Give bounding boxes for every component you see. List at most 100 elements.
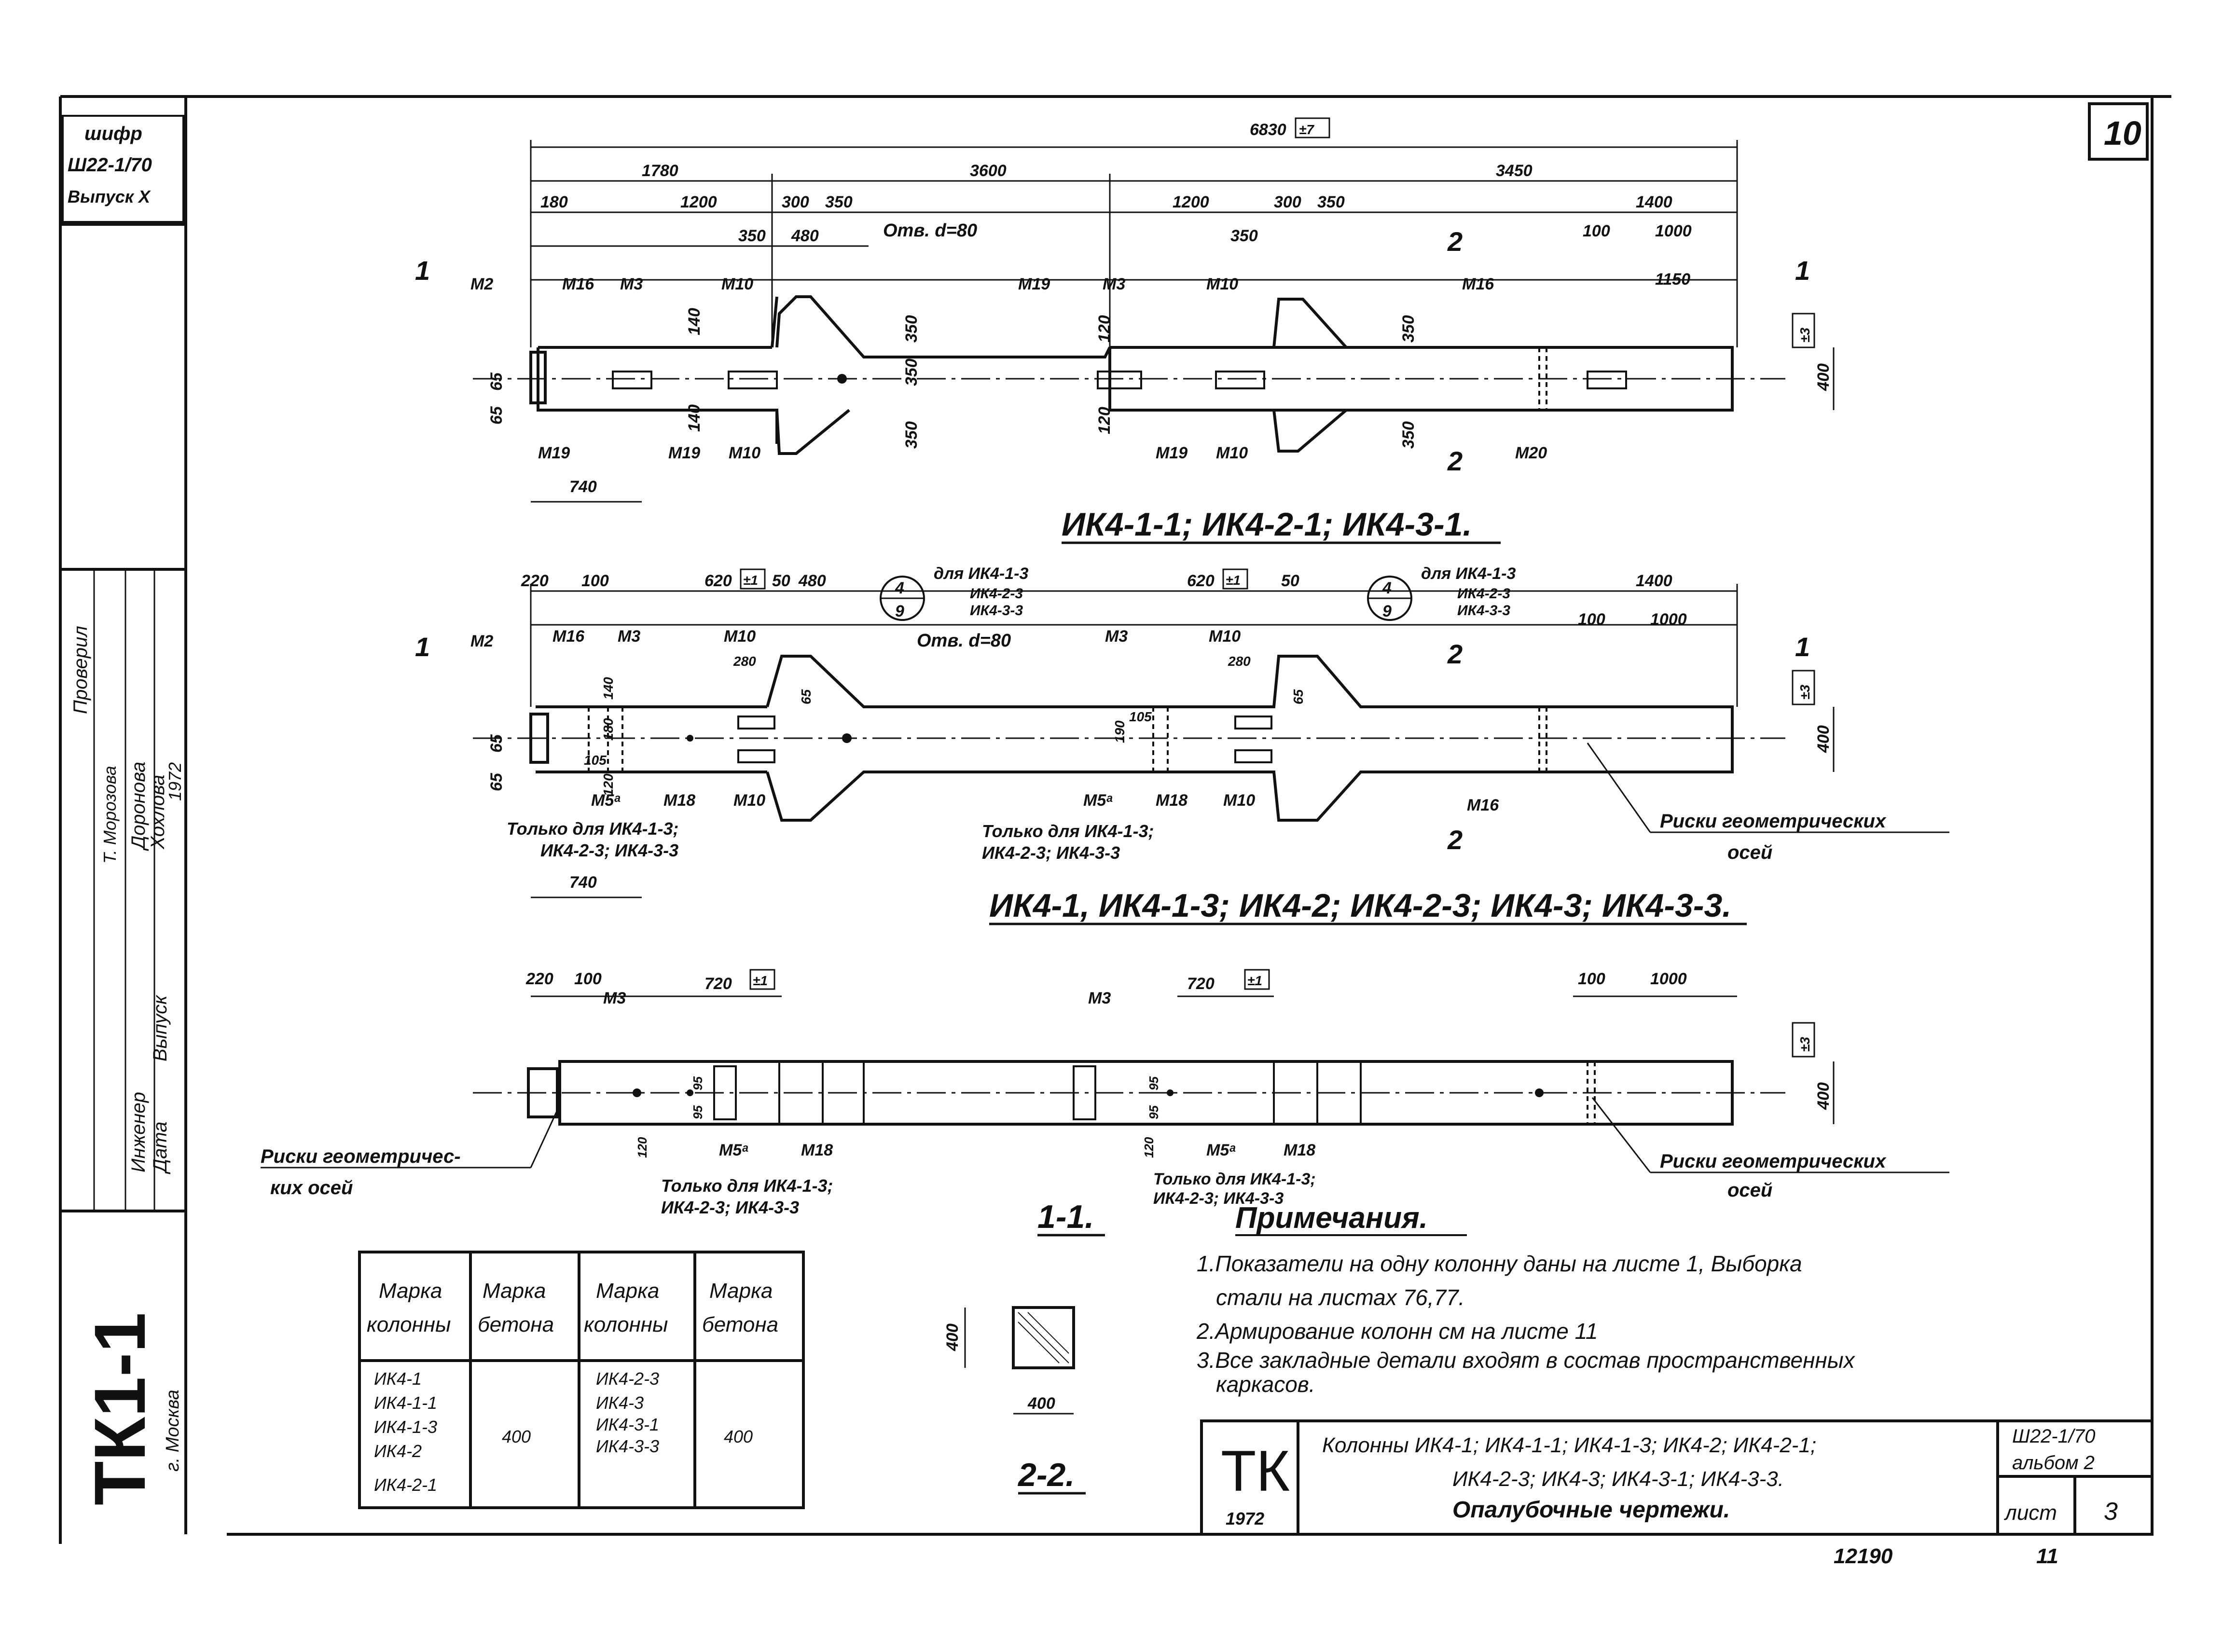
v2-callout-a-note3: ИК4-3-3 [970, 603, 1023, 619]
v2-dim-280b: 280 [1228, 654, 1251, 669]
v2-dim-190: 190 [1112, 720, 1127, 743]
v2-only-for-b2: ИК4-2-3; ИК4-3-3 [982, 843, 1120, 863]
s22-title: 2-2. [1017, 1457, 1075, 1493]
v3-dim-100b: 100 [1578, 970, 1605, 988]
note-2: 2.Армирование колонн см на листе 11 [1196, 1319, 1598, 1344]
v1-dim-740: 740 [569, 478, 597, 496]
v3-width: 400 [1814, 1082, 1833, 1110]
th-4b: бетона [702, 1313, 778, 1336]
v1-dim-140a: 140 [685, 308, 704, 335]
tb-sheet-label: лист [2003, 1501, 2057, 1525]
note-1b: стали на листах 76,77. [1216, 1285, 1464, 1310]
v2-label-m16a: М16 [552, 627, 585, 646]
tb-line2: ИК4-2-3; ИК4-3; ИК4-3-1; ИК4-3-3. [1452, 1467, 1784, 1491]
v1-dim-350c: 350 [738, 227, 766, 245]
v3-only-for-a: Только для ИК4-1-3; [661, 1176, 833, 1196]
v2-dim-100b: 100 [1578, 610, 1605, 629]
v3-label-m3b: М3 [1088, 989, 1111, 1007]
v1-label-m3a: М3 [620, 275, 643, 293]
v1-label-m20: М20 [1515, 444, 1547, 462]
v2-width: 400 [1814, 725, 1833, 753]
tb-album: альбом 2 [2012, 1452, 2095, 1473]
s22-dim-v: 400 [943, 1323, 962, 1351]
v1-dim-350a: 350 [825, 193, 853, 211]
v3-label-m18b: М18 [1284, 1141, 1315, 1159]
v2-dim-180: 180 [601, 718, 616, 741]
v2-callout-b-note: для ИК4-1-3 [1421, 564, 1516, 583]
v2-section-mark-right: 1 [1795, 632, 1810, 662]
td-col1-r4: ИК4-2 [374, 1441, 422, 1461]
v1-dim-350g: 350 [902, 421, 921, 449]
v2-label-m3a: М3 [618, 627, 640, 646]
tb-footer-code: 12190 [1834, 1544, 1893, 1568]
v3-only-for-b2: ИК4-2-3; ИК4-3-3 [1153, 1189, 1284, 1208]
v1-label-m3b: М3 [1103, 275, 1125, 293]
sheet-frame [59, 95, 2171, 1544]
v1-dim-1150: 1150 [1655, 270, 1690, 289]
v3-title: 1-1. [1037, 1198, 1094, 1235]
stamp-line3: Выпуск X [68, 187, 151, 206]
th-1a: Марка [379, 1279, 442, 1303]
v2-label-m5a: М5ᵃ [591, 791, 621, 810]
v3-only-for-b: Только для ИК4-1-3; [1153, 1170, 1316, 1188]
v2-only-for-b: Только для ИК4-1-3; [982, 821, 1154, 841]
v2-hole: Отв. d=80 [917, 631, 1011, 651]
v1-dim-1400: 1400 [1636, 193, 1672, 211]
v2-dim-280a: 280 [733, 654, 756, 669]
v2-dim-100a: 100 [581, 572, 609, 590]
v3-tol-b: ±1 [1247, 973, 1262, 988]
v2-dim-105a: 105 [584, 753, 607, 768]
td-col3-r3: ИК4-3-1 [596, 1415, 659, 1434]
v2-dim-65d: 65 [487, 772, 506, 791]
concrete-grade-table: Марка колонны Марка бетона Марка колонны… [358, 1251, 805, 1509]
approval-strip: Проверил Т. Морозова Доронова Хохлова 19… [70, 626, 185, 1505]
v1-dim-1200a: 1200 [680, 193, 717, 211]
v3-risks-left: Риски геометричес- [261, 1146, 461, 1167]
v1-overall: 6830 [1250, 121, 1286, 139]
v1-title: ИК4-1-1; ИК4-2-1; ИК4-3-1. [1062, 506, 1472, 543]
v1-dim-300b: 300 [1274, 193, 1301, 211]
v2-tol-width: ±3 [1797, 685, 1812, 700]
strip-issue: Выпуск [150, 994, 171, 1061]
sheet-number-box: 10 [2088, 102, 2149, 161]
th-2b: бетона [478, 1313, 554, 1336]
v1-seg-1: 1780 [642, 162, 678, 180]
v1-dim-350h: 350 [1399, 421, 1418, 449]
strip-name-1: Т. Морозова [100, 766, 120, 864]
v1-dim-120a: 120 [1095, 315, 1114, 343]
v2-dim-65a: 65 [799, 689, 814, 704]
tb-line3: Опалубочные чертежи. [1452, 1497, 1730, 1523]
strip-year: 1972 [165, 762, 185, 801]
v2-dim-220: 220 [521, 572, 549, 590]
v1-label-m10d: М10 [1216, 444, 1248, 462]
v2-dim-140: 140 [601, 677, 616, 700]
v2-label-m18b: М18 [1156, 791, 1187, 810]
v3-dim-95a: 95 [690, 1076, 705, 1090]
td-col3-r2: ИК4-3 [596, 1393, 644, 1413]
strip-checked: Проверил [70, 626, 91, 714]
v3-dim-95c: 95 [1146, 1076, 1161, 1090]
v1-seg-3: 3450 [1496, 162, 1533, 180]
v1-label-m16a: М16 [562, 275, 594, 293]
strip-date: Дата [150, 1121, 171, 1174]
v3-dim-1000: 1000 [1650, 970, 1687, 988]
v2-title: ИК4-1, ИК4-1-3; ИК4-2; ИК4-2-3; ИК4-3; И… [989, 887, 1731, 924]
v2-callout-b-note3: ИК4-3-3 [1457, 603, 1510, 619]
view1-elevation: 6830 ±7 1780 3600 3450 180 1200 300 350 … [415, 117, 1835, 544]
v3-dim-720b: 720 [1187, 975, 1215, 993]
stamp-line1: шифр [84, 123, 142, 144]
v2-label-m2: М2 [470, 632, 493, 650]
series-mark: ТК1-1 [79, 1312, 160, 1505]
v3-dim-120b: 120 [1142, 1137, 1156, 1158]
v3-dim-95d: 95 [1146, 1105, 1161, 1119]
v1-dim-180: 180 [540, 193, 568, 211]
th-1b: колонны [367, 1313, 451, 1336]
view3-section-1-1: 220 100 720 720 100 1000 ±1 ±1 400 ±3 95… [261, 969, 1949, 1237]
v1-dim-480: 480 [791, 227, 819, 245]
v2-only-for-a: Только для ИК4-1-3; [507, 819, 679, 839]
v1-dim-350i: 350 [902, 358, 921, 386]
v3-tol-a: ±1 [753, 973, 768, 988]
v2-callout-a-note: для ИК4-1-3 [934, 564, 1028, 583]
v2-label-m16b: М16 [1467, 796, 1499, 814]
v1-label-m19b: М19 [538, 444, 570, 462]
